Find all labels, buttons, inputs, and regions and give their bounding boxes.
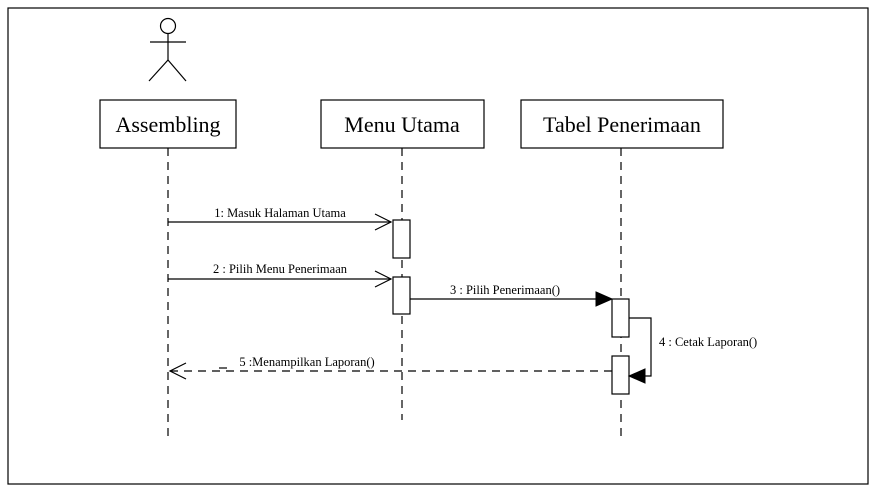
message-label: 2 : Pilih Menu Penerimaan xyxy=(213,262,348,276)
message-label: 5 :Menampilkan Laporan() xyxy=(239,355,374,369)
message-label: 1: Masuk Halaman Utama xyxy=(214,206,346,220)
actor-icon xyxy=(148,17,187,82)
self-message-arrow xyxy=(629,317,652,377)
message-1: 1: Masuk Halaman Utama xyxy=(168,206,393,231)
activation-bar-tabel-2 xyxy=(611,355,630,395)
open-arrowhead-icon xyxy=(168,362,187,380)
message-3: 3 : Pilih Penerimaan() xyxy=(410,283,614,307)
open-arrowhead-icon xyxy=(374,270,393,288)
lifeline-label: Assembling xyxy=(115,112,220,137)
filled-arrowhead-icon xyxy=(627,368,646,384)
open-arrowhead-icon xyxy=(374,213,393,231)
lifeline-box xyxy=(99,99,237,149)
activation-bar-menu-1 xyxy=(392,219,411,259)
activation-bar-menu-2 xyxy=(392,276,411,315)
activation-bar-tabel-1 xyxy=(611,298,630,338)
message-label: 4 : Cetak Laporan() xyxy=(659,335,757,349)
message-5: 5 :Menampilkan Laporan() xyxy=(168,355,612,380)
lifeline-box xyxy=(520,99,724,149)
lifeline-assembling: Assembling xyxy=(99,99,237,436)
lifeline-label: Tabel Penerimaan xyxy=(543,112,701,137)
message-2: 2 : Pilih Menu Penerimaan xyxy=(168,262,393,288)
filled-arrowhead-icon xyxy=(595,291,614,307)
diagram-frame xyxy=(7,7,869,485)
lifeline-menu-utama: Menu Utama xyxy=(320,99,485,420)
lifeline-box xyxy=(320,99,485,149)
lifeline-label: Menu Utama xyxy=(344,112,460,137)
lifeline-tabel-penerimaan: Tabel Penerimaan xyxy=(520,99,724,436)
message-4: 4 : Cetak Laporan() xyxy=(627,317,757,384)
message-label: 3 : Pilih Penerimaan() xyxy=(450,283,560,297)
